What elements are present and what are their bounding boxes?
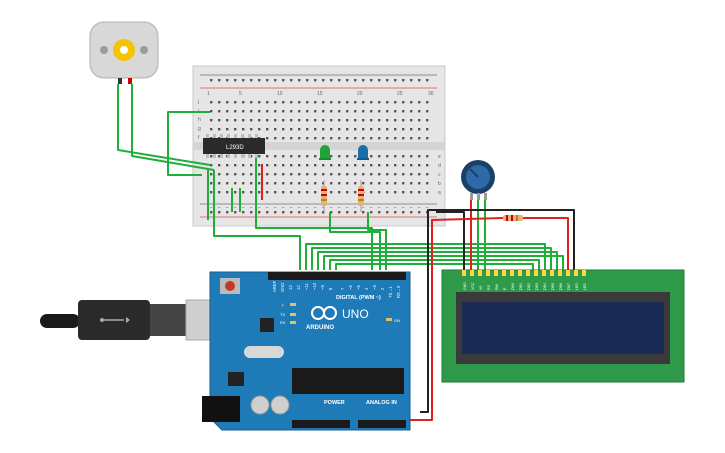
bb-col-5: 5	[239, 91, 242, 97]
lcd-pin-labels: GND VCC V0 RS RW E DB0 DB1 DB2 DB3 DB4 D…	[463, 282, 587, 290]
pin-5: ~5	[356, 285, 361, 290]
pin-aref: AREF	[272, 280, 277, 292]
potentiometer[interactable]	[461, 160, 495, 200]
lcd-pin-db0: DB0	[511, 283, 515, 290]
pin-13: 13	[288, 285, 293, 290]
model-label: UNO	[342, 307, 369, 321]
pin-3: ~3	[372, 285, 377, 290]
resistor-lcd-backlight[interactable]	[503, 215, 523, 221]
resistor-green-led[interactable]	[321, 180, 327, 212]
pin-6: ~6	[348, 285, 353, 290]
pin-7: 7	[340, 287, 345, 290]
gear-icon	[113, 39, 135, 61]
on-label: ON	[394, 318, 400, 323]
pin-1: TX→1	[388, 285, 393, 298]
lcd-pin-led-k: LED	[583, 283, 587, 290]
bb-col-25: 25	[397, 91, 403, 97]
lcd-pin-vcc: VCC	[471, 282, 475, 290]
analog-label: ANALOG IN	[366, 400, 397, 406]
pin-11: ~11	[304, 283, 309, 290]
pin-0: RX←0	[396, 285, 401, 298]
usb-icon	[100, 317, 130, 323]
bb-col-15: 15	[317, 91, 323, 97]
lcd-pin-db7: DB7	[567, 283, 571, 290]
bb-col-10: 10	[277, 91, 283, 97]
brand-label: ARDUINO	[306, 325, 334, 331]
lcd-pin-db6: DB6	[559, 283, 563, 290]
lcd-pin-v0: V0	[479, 286, 483, 290]
lcd-pin-db3: DB3	[535, 283, 539, 290]
lcd-pin-db5: DB5	[551, 283, 555, 290]
bb-row-j: j	[197, 99, 199, 105]
bb-col-20: 20	[357, 91, 363, 97]
lcd-pin-gnd: GND	[463, 282, 467, 290]
pin-8: 8	[328, 287, 333, 290]
power-label: POWER	[324, 400, 345, 406]
tx-label: TX	[280, 312, 285, 317]
bb-row-c: c	[438, 172, 441, 178]
pin-2: 2	[380, 287, 385, 290]
lcd-pin-e: E	[503, 287, 507, 290]
lcd-pin-db1: DB1	[519, 283, 523, 290]
l293d-chip[interactable]: L293D	[203, 134, 265, 158]
bb-col-1: 1	[207, 91, 210, 97]
bb-row-a: a	[438, 190, 441, 196]
arduino-logo-icon	[311, 306, 337, 320]
lcd-pin-led-a: LED	[575, 283, 579, 290]
bb-row-b: b	[438, 181, 441, 187]
rx-label: RX	[280, 320, 286, 325]
pin-4: 4	[364, 287, 369, 290]
pin-9: ~9	[320, 285, 325, 290]
bb-col-30: 30	[428, 91, 434, 97]
lcd-16x2[interactable]: GND VCC V0 RS RW E DB0 DB1 DB2 DB3 DB4 D…	[441, 269, 685, 383]
pin-12: 12	[296, 285, 301, 290]
lcd-pin-rw: RW	[495, 283, 499, 290]
lcd-pin-db4: DB4	[543, 283, 547, 290]
l-label: L	[282, 302, 285, 307]
pin-gnd: GND	[280, 283, 285, 292]
lcd-pin-db2: DB2	[527, 283, 531, 290]
bb-row-f: f	[198, 135, 200, 141]
pin-10: ~10	[312, 282, 317, 290]
bb-row-h: h	[198, 117, 201, 123]
bb-row-g: g	[198, 126, 201, 132]
chip-label: L293D	[226, 145, 244, 151]
bb-row-e: e	[438, 154, 441, 160]
digital-label: DIGITAL (PWM ~)	[336, 295, 381, 301]
resistor-blue-led[interactable]	[358, 180, 364, 212]
lcd-screen	[462, 302, 664, 354]
bb-row-d: d	[438, 163, 441, 169]
lcd-pin-rs: RS	[487, 284, 491, 290]
digital-pin-labels: AREF GND 13 12 ~11 ~10 ~9 8 7 ~6 ~5 4 ~3…	[272, 280, 401, 298]
dc-motor[interactable]	[89, 21, 159, 84]
led-blue[interactable]	[357, 145, 369, 160]
led-green[interactable]	[319, 145, 331, 160]
arduino-uno[interactable]: AREF GND 13 12 ~11 ~10 ~9 8 7 ~6 ~5 4 ~3…	[202, 271, 411, 431]
